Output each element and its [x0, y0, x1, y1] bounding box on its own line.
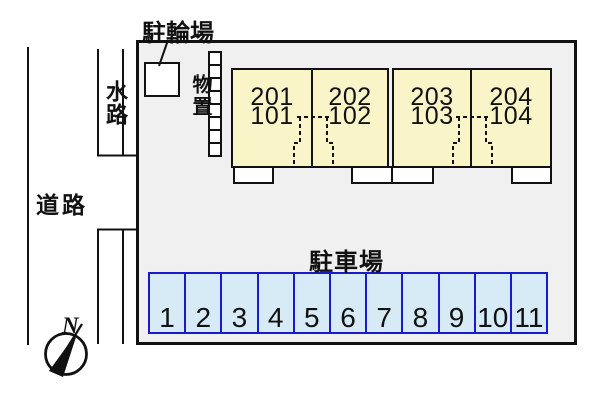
entrance-porch: [391, 166, 434, 184]
room-number-lower: 104: [489, 102, 533, 130]
storage-units: [208, 51, 222, 157]
compass-needle-blade: [49, 331, 78, 377]
compass-circle: [44, 332, 88, 376]
parking-space: 9: [437, 272, 476, 334]
parking-space: 10: [473, 272, 512, 334]
parking-spaces: 1 2 3 4 5 6 7 8 9 10 11: [148, 272, 549, 334]
room-number-upper: 201: [250, 83, 294, 111]
room-number-lower: 103: [410, 102, 454, 130]
compass-needle-line: [51, 323, 83, 373]
room-number-lower: 101: [250, 102, 294, 130]
entrance-porch: [233, 166, 274, 184]
compass-north-label: N: [61, 313, 80, 338]
building-block-1: 201 101 202 102: [231, 68, 389, 168]
parking-space: 3: [220, 272, 259, 334]
road-label: 道路: [36, 192, 88, 218]
parking-space: 5: [292, 272, 331, 334]
room-number-upper: 204: [489, 83, 533, 111]
building-block-2: 203 103 204 104: [392, 68, 552, 168]
room-number-lower: 102: [328, 102, 372, 130]
parking-space: 1: [148, 272, 187, 334]
parking-space: 8: [401, 272, 440, 334]
bicycle-parking-area: [144, 62, 180, 97]
waterway-channel-lower: [97, 228, 137, 344]
unit-204-104: 204 104: [472, 70, 550, 166]
waterway-label: 水路: [103, 80, 128, 126]
parking-lot-label: 駐車場: [309, 249, 384, 276]
compass: N: [44, 313, 88, 377]
room-number-upper: 202: [328, 83, 372, 111]
entrance-porch: [351, 166, 393, 184]
unit-203-103: 203 103: [394, 70, 472, 166]
parking-space: 11: [509, 272, 549, 334]
unit-202-102: 202 102: [313, 70, 387, 166]
parking-space: 6: [328, 272, 368, 334]
storage-label: 物置: [189, 74, 211, 118]
bicycle-parking-label: 駐輪場: [142, 20, 214, 47]
parking-space: 4: [256, 272, 295, 334]
unit-201-101: 201 101: [233, 70, 314, 166]
parking-space: 2: [184, 272, 223, 334]
storage-cell: [208, 142, 222, 157]
parking-space: 7: [365, 272, 404, 334]
room-number-upper: 203: [410, 83, 454, 111]
entrance-porch: [511, 166, 552, 184]
